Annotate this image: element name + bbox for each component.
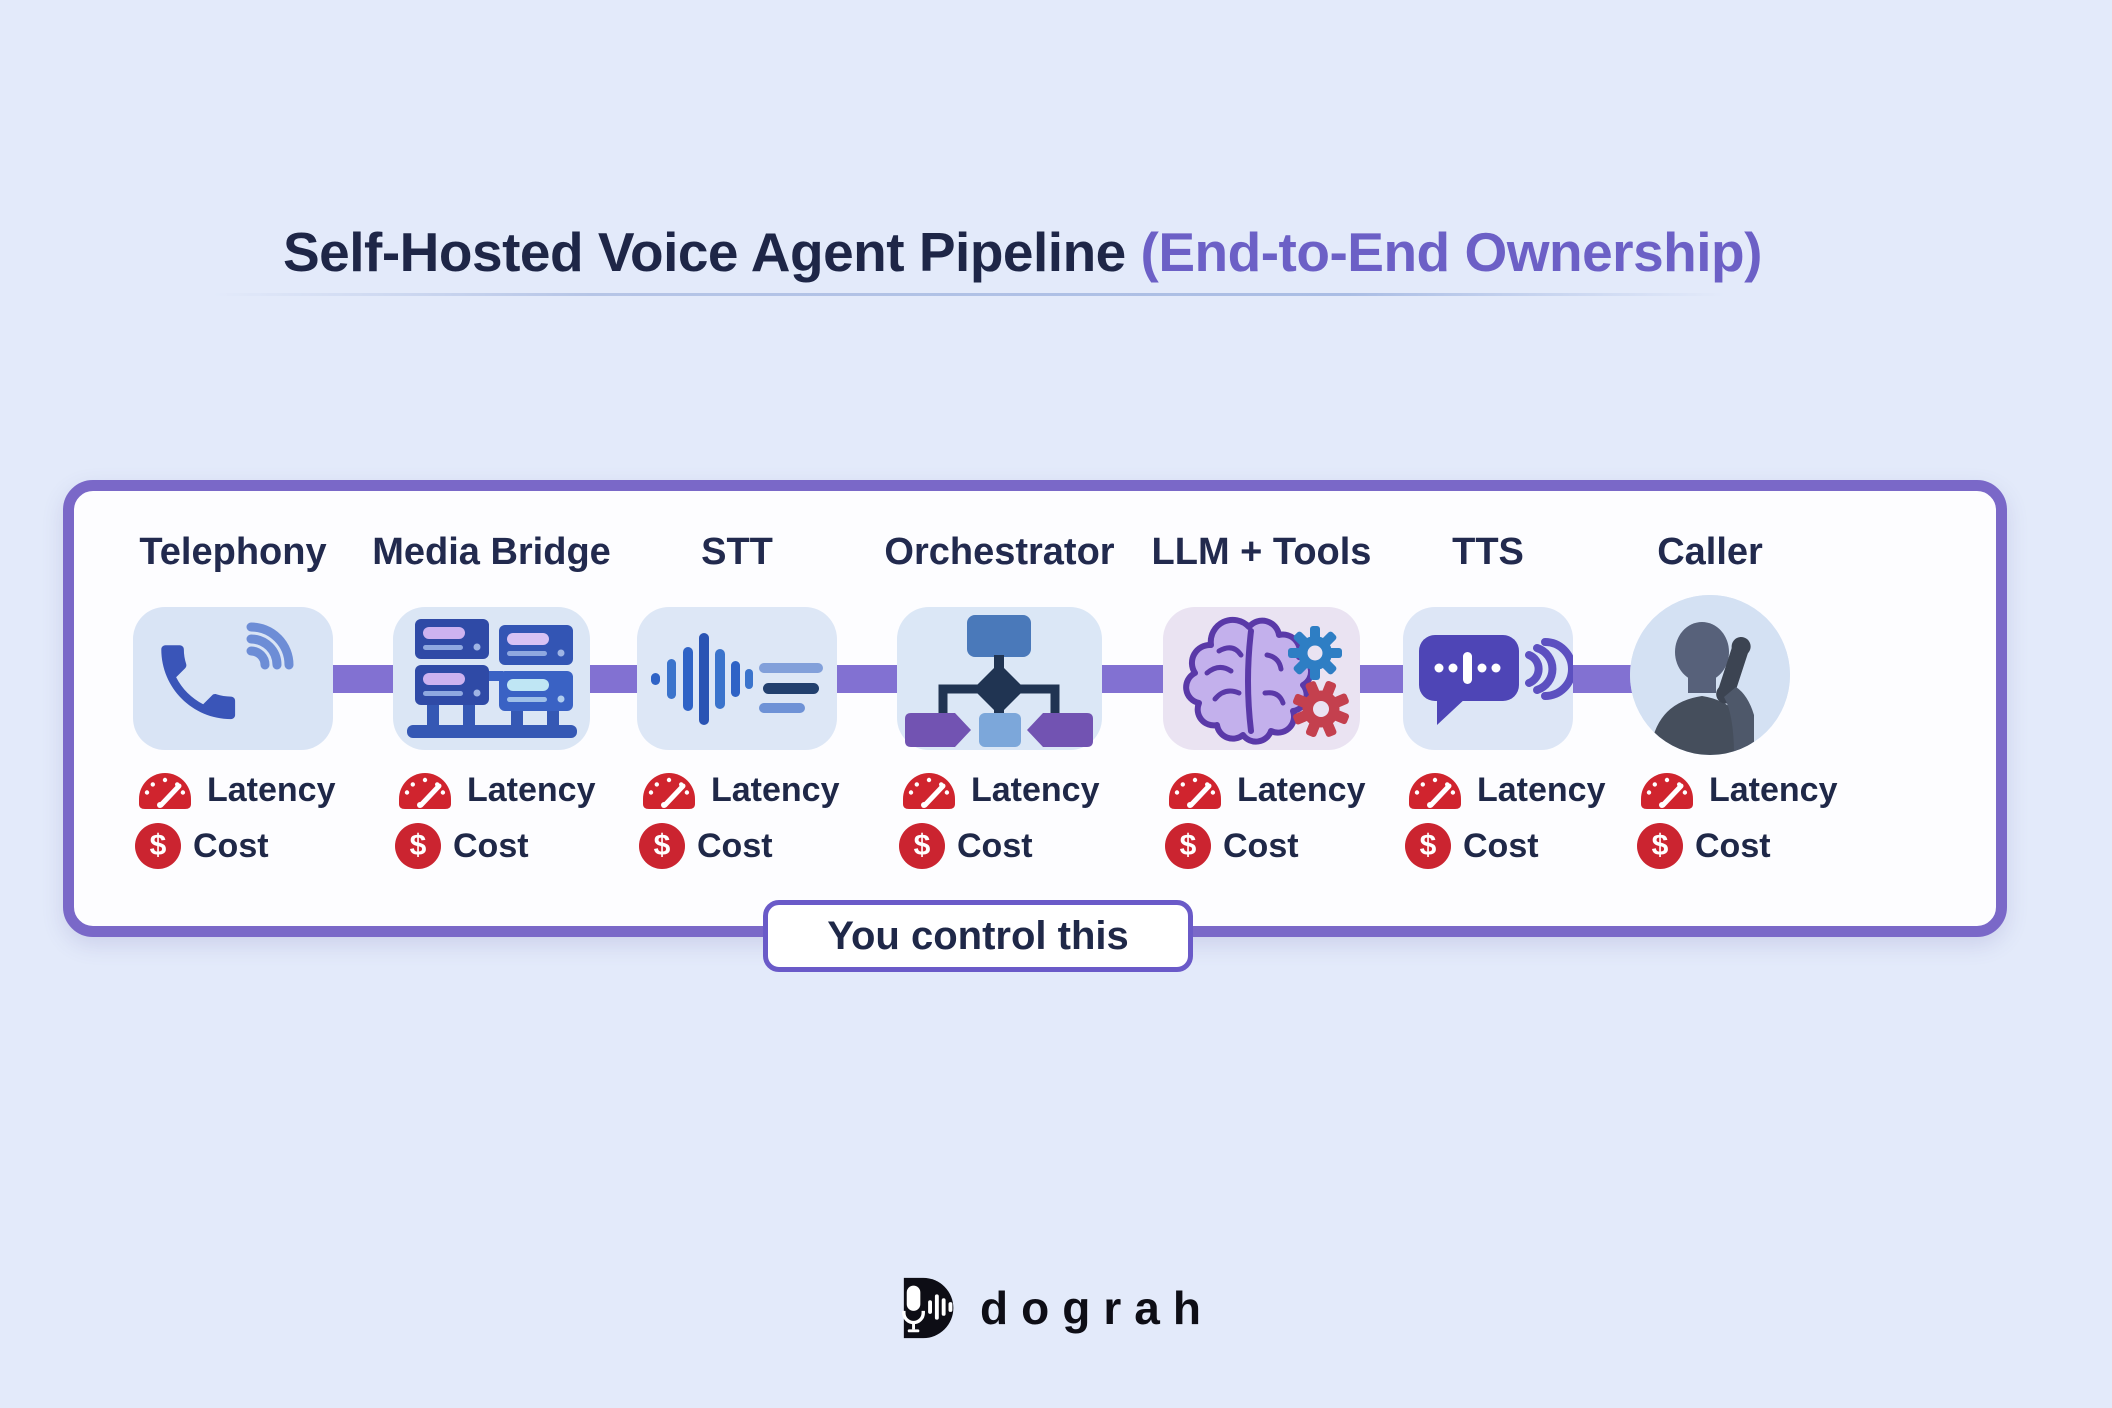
cost-row: $ Cost bbox=[639, 823, 773, 869]
latency-gauge-icon bbox=[135, 768, 195, 812]
cost-dollar-icon: $ bbox=[135, 823, 181, 869]
latency-label: Latency bbox=[467, 770, 596, 809]
latency-row: Latency bbox=[1405, 768, 1606, 812]
cost-label: Cost bbox=[453, 826, 529, 865]
stage-tile bbox=[897, 607, 1102, 750]
brain-gears-icon bbox=[1163, 607, 1360, 750]
cost-label: Cost bbox=[1223, 826, 1299, 865]
cost-row: $ Cost bbox=[899, 823, 1033, 869]
stage-column-llm-tools: LLM + Tools bbox=[1152, 531, 1371, 891]
latency-label: Latency bbox=[1709, 770, 1838, 809]
latency-row: Latency bbox=[1637, 768, 1838, 812]
latency-gauge-icon bbox=[899, 768, 959, 812]
latency-label: Latency bbox=[1477, 770, 1606, 809]
phone-icon bbox=[133, 607, 333, 750]
cost-label: Cost bbox=[697, 826, 773, 865]
cost-row: $ Cost bbox=[1165, 823, 1299, 869]
speech-bubble-icon bbox=[1403, 607, 1573, 750]
stage-tile bbox=[1163, 607, 1360, 750]
stage-column-tts: TTS bbox=[1403, 531, 1606, 891]
latency-label: Latency bbox=[711, 770, 840, 809]
stage-column-stt: STT bbox=[637, 531, 840, 891]
cost-row: $ Cost bbox=[135, 823, 269, 869]
stage-tile bbox=[1630, 595, 1790, 755]
stage-label: LLM + Tools bbox=[1151, 531, 1372, 573]
latency-row: Latency bbox=[899, 768, 1100, 812]
brand-name: dograh bbox=[980, 1282, 1214, 1334]
control-badge: You control this bbox=[763, 900, 1193, 972]
stage-tile bbox=[133, 607, 333, 750]
latency-row: Latency bbox=[1165, 768, 1366, 812]
page-title: Self-Hosted Voice Agent Pipeline (End-to… bbox=[283, 222, 1762, 283]
latency-row: Latency bbox=[639, 768, 840, 812]
stage-label: STT bbox=[701, 531, 773, 573]
latency-row: Latency bbox=[395, 768, 596, 812]
cost-label: Cost bbox=[193, 826, 269, 865]
latency-gauge-icon bbox=[1405, 768, 1465, 812]
stage-column-telephony: Telephony bbox=[133, 531, 336, 891]
latency-gauge-icon bbox=[395, 768, 455, 812]
stage-tile bbox=[1403, 607, 1573, 750]
cost-dollar-icon: $ bbox=[1405, 823, 1451, 869]
latency-gauge-icon bbox=[1165, 768, 1225, 812]
stage-label: Telephony bbox=[139, 531, 327, 573]
latency-label: Latency bbox=[1237, 770, 1366, 809]
cost-dollar-icon: $ bbox=[395, 823, 441, 869]
cost-dollar-icon: $ bbox=[639, 823, 685, 869]
cost-row: $ Cost bbox=[1405, 823, 1539, 869]
cost-label: Cost bbox=[957, 826, 1033, 865]
cost-label: Cost bbox=[1463, 826, 1539, 865]
stage-label: TTS bbox=[1452, 531, 1524, 573]
dograh-logo-icon bbox=[898, 1274, 966, 1342]
stage-label: Caller bbox=[1657, 531, 1763, 573]
stage-column-caller: Caller bbox=[1627, 531, 1838, 891]
stage-tile bbox=[393, 607, 590, 750]
page-title-sub: (End-to-End Ownership) bbox=[1125, 221, 1763, 283]
flowchart-icon bbox=[897, 607, 1102, 750]
cost-dollar-icon: $ bbox=[899, 823, 945, 869]
person-phone-icon bbox=[1630, 595, 1790, 755]
cost-dollar-icon: $ bbox=[1637, 823, 1683, 869]
latency-gauge-icon bbox=[1637, 768, 1697, 812]
latency-row: Latency bbox=[135, 768, 336, 812]
cost-row: $ Cost bbox=[1637, 823, 1771, 869]
waveform-icon bbox=[637, 607, 837, 750]
cost-row: $ Cost bbox=[395, 823, 529, 869]
stage-label: Media Bridge bbox=[372, 531, 611, 573]
latency-gauge-icon bbox=[639, 768, 699, 812]
stage-label: Orchestrator bbox=[884, 531, 1115, 573]
stage-column-media-bridge: Media Bridge bbox=[372, 531, 611, 891]
stage-column-orchestrator: Orchestrator bbox=[884, 531, 1115, 891]
servers-icon bbox=[393, 607, 590, 750]
latency-label: Latency bbox=[971, 770, 1100, 809]
page-title-main: Self-Hosted Voice Agent Pipeline bbox=[283, 221, 1126, 283]
brand-footer: dograh bbox=[0, 1274, 2112, 1342]
title-divider bbox=[213, 293, 1725, 296]
cost-dollar-icon: $ bbox=[1165, 823, 1211, 869]
latency-label: Latency bbox=[207, 770, 336, 809]
stage-tile bbox=[637, 607, 837, 750]
cost-label: Cost bbox=[1695, 826, 1771, 865]
